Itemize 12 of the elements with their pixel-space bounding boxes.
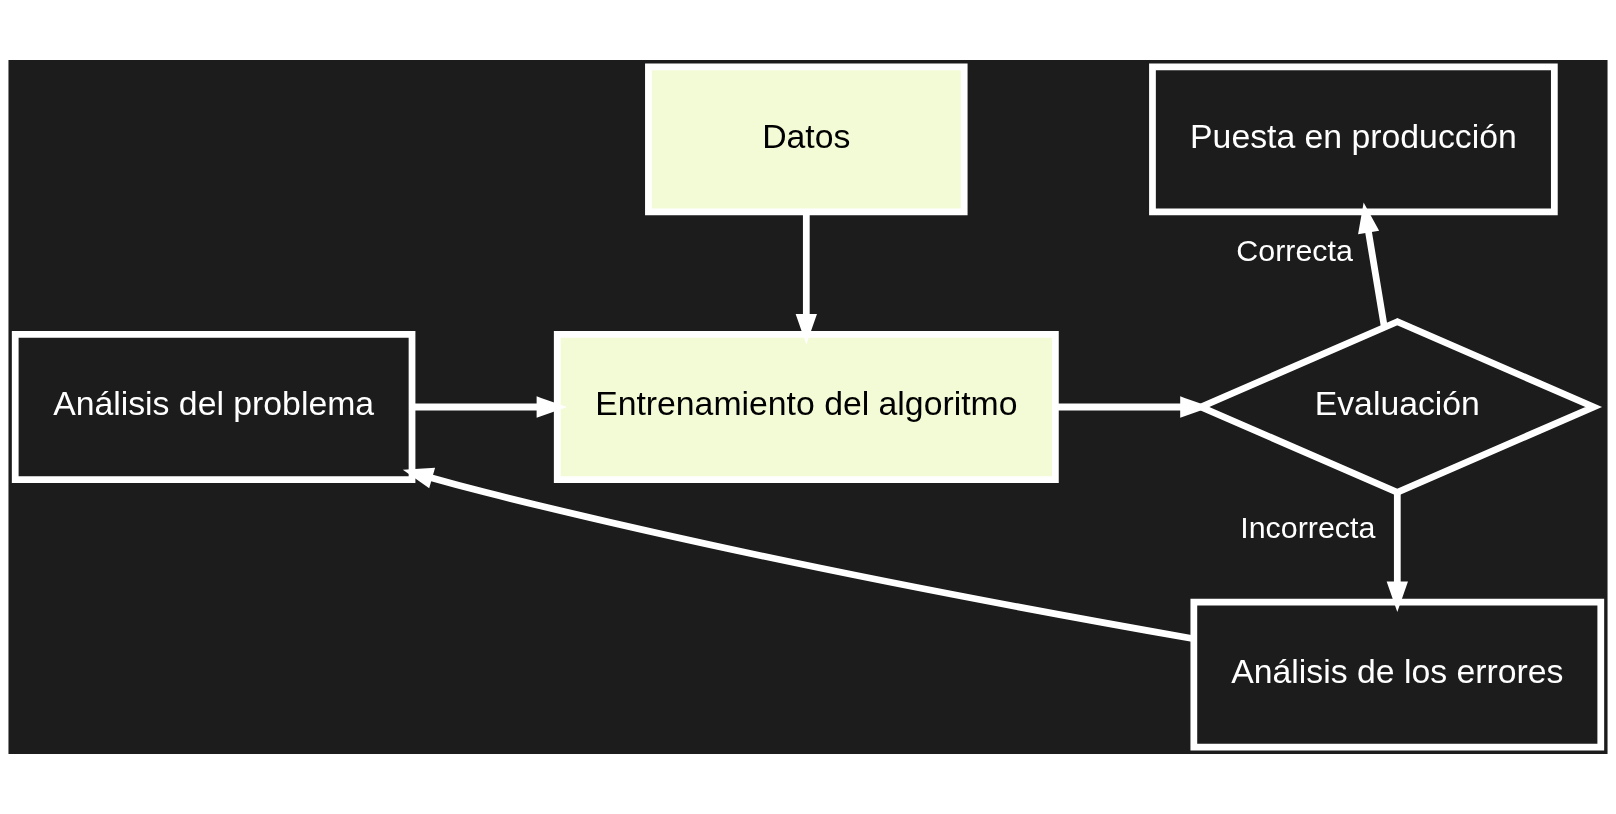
edge-label: Incorrecta	[1240, 509, 1376, 544]
arrow	[412, 396, 568, 418]
arrow	[795, 212, 817, 345]
node-box: Análisis de los errores	[1190, 598, 1605, 751]
arrow	[1055, 396, 1211, 418]
edge-label: Correcta	[1236, 232, 1353, 267]
arrow	[1386, 492, 1408, 613]
node-box: Entrenamiento del algoritmo	[553, 331, 1059, 483]
node-box: Puesta en producción	[1149, 63, 1558, 216]
arrow	[1358, 202, 1388, 328]
node-box: Análisis del problema	[11, 331, 416, 483]
node-box: Datos	[645, 63, 968, 216]
